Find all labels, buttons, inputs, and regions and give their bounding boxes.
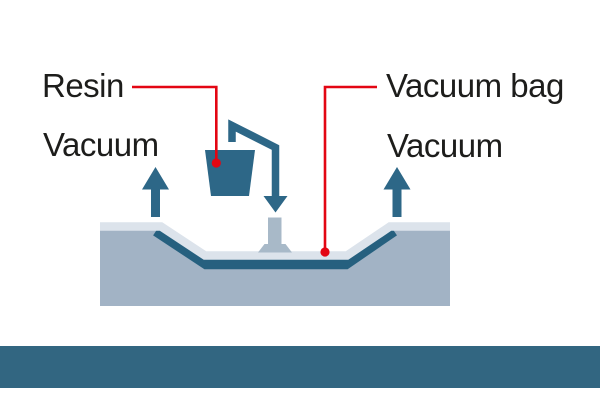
footer-bar xyxy=(0,346,600,388)
vacuum-up-arrow-right-icon xyxy=(383,167,411,217)
leader-line-vacuum-bag xyxy=(323,85,377,249)
resin-label: Resin xyxy=(42,67,124,104)
vacuum-label-left: Vacuum xyxy=(43,126,159,163)
laminate-layer xyxy=(153,226,397,270)
leader-line-resin xyxy=(132,85,218,160)
vacuum-up-arrow-left-icon xyxy=(142,167,169,217)
vacuum-bag-film xyxy=(100,222,450,260)
resin-feed-tube xyxy=(228,119,280,198)
vacuum-bag-label: Vacuum bag xyxy=(386,67,564,104)
inlet-stem xyxy=(268,217,282,247)
resin-flow-down-arrow-icon xyxy=(263,196,288,213)
resin-bucket-icon xyxy=(205,150,255,196)
resin-inlet-port xyxy=(258,217,292,253)
vacuum-label-right: Vacuum xyxy=(387,127,503,164)
leader-dot-vacuum-bag xyxy=(320,247,330,257)
leader-dot-resin xyxy=(211,158,221,168)
inlet-foot xyxy=(258,244,292,253)
